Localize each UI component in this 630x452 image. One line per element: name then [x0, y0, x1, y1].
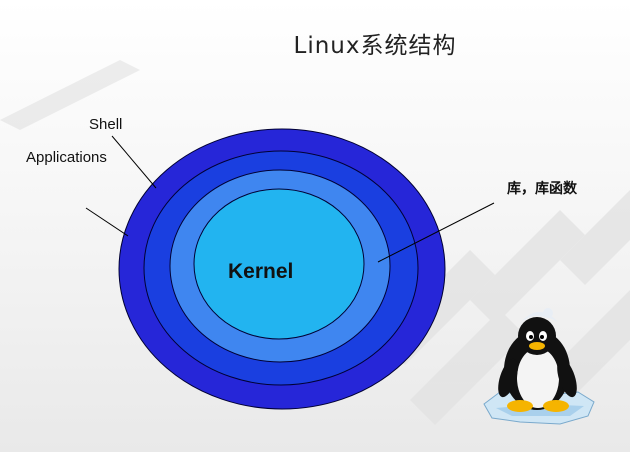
tux-penguin-icon: [483, 308, 595, 425]
page-title: Linux系统结构: [293, 33, 457, 59]
shell-leader-line: [111, 135, 157, 189]
kernel-core: [193, 188, 365, 340]
libraries-leader-line: [377, 202, 495, 263]
libraries-label: 库，库函数: [507, 180, 578, 197]
applications-leader-line: [85, 207, 129, 237]
kernel-label: Kernel: [228, 260, 293, 283]
shell-label: Shell: [89, 116, 122, 133]
applications-label: Applications: [26, 149, 107, 166]
